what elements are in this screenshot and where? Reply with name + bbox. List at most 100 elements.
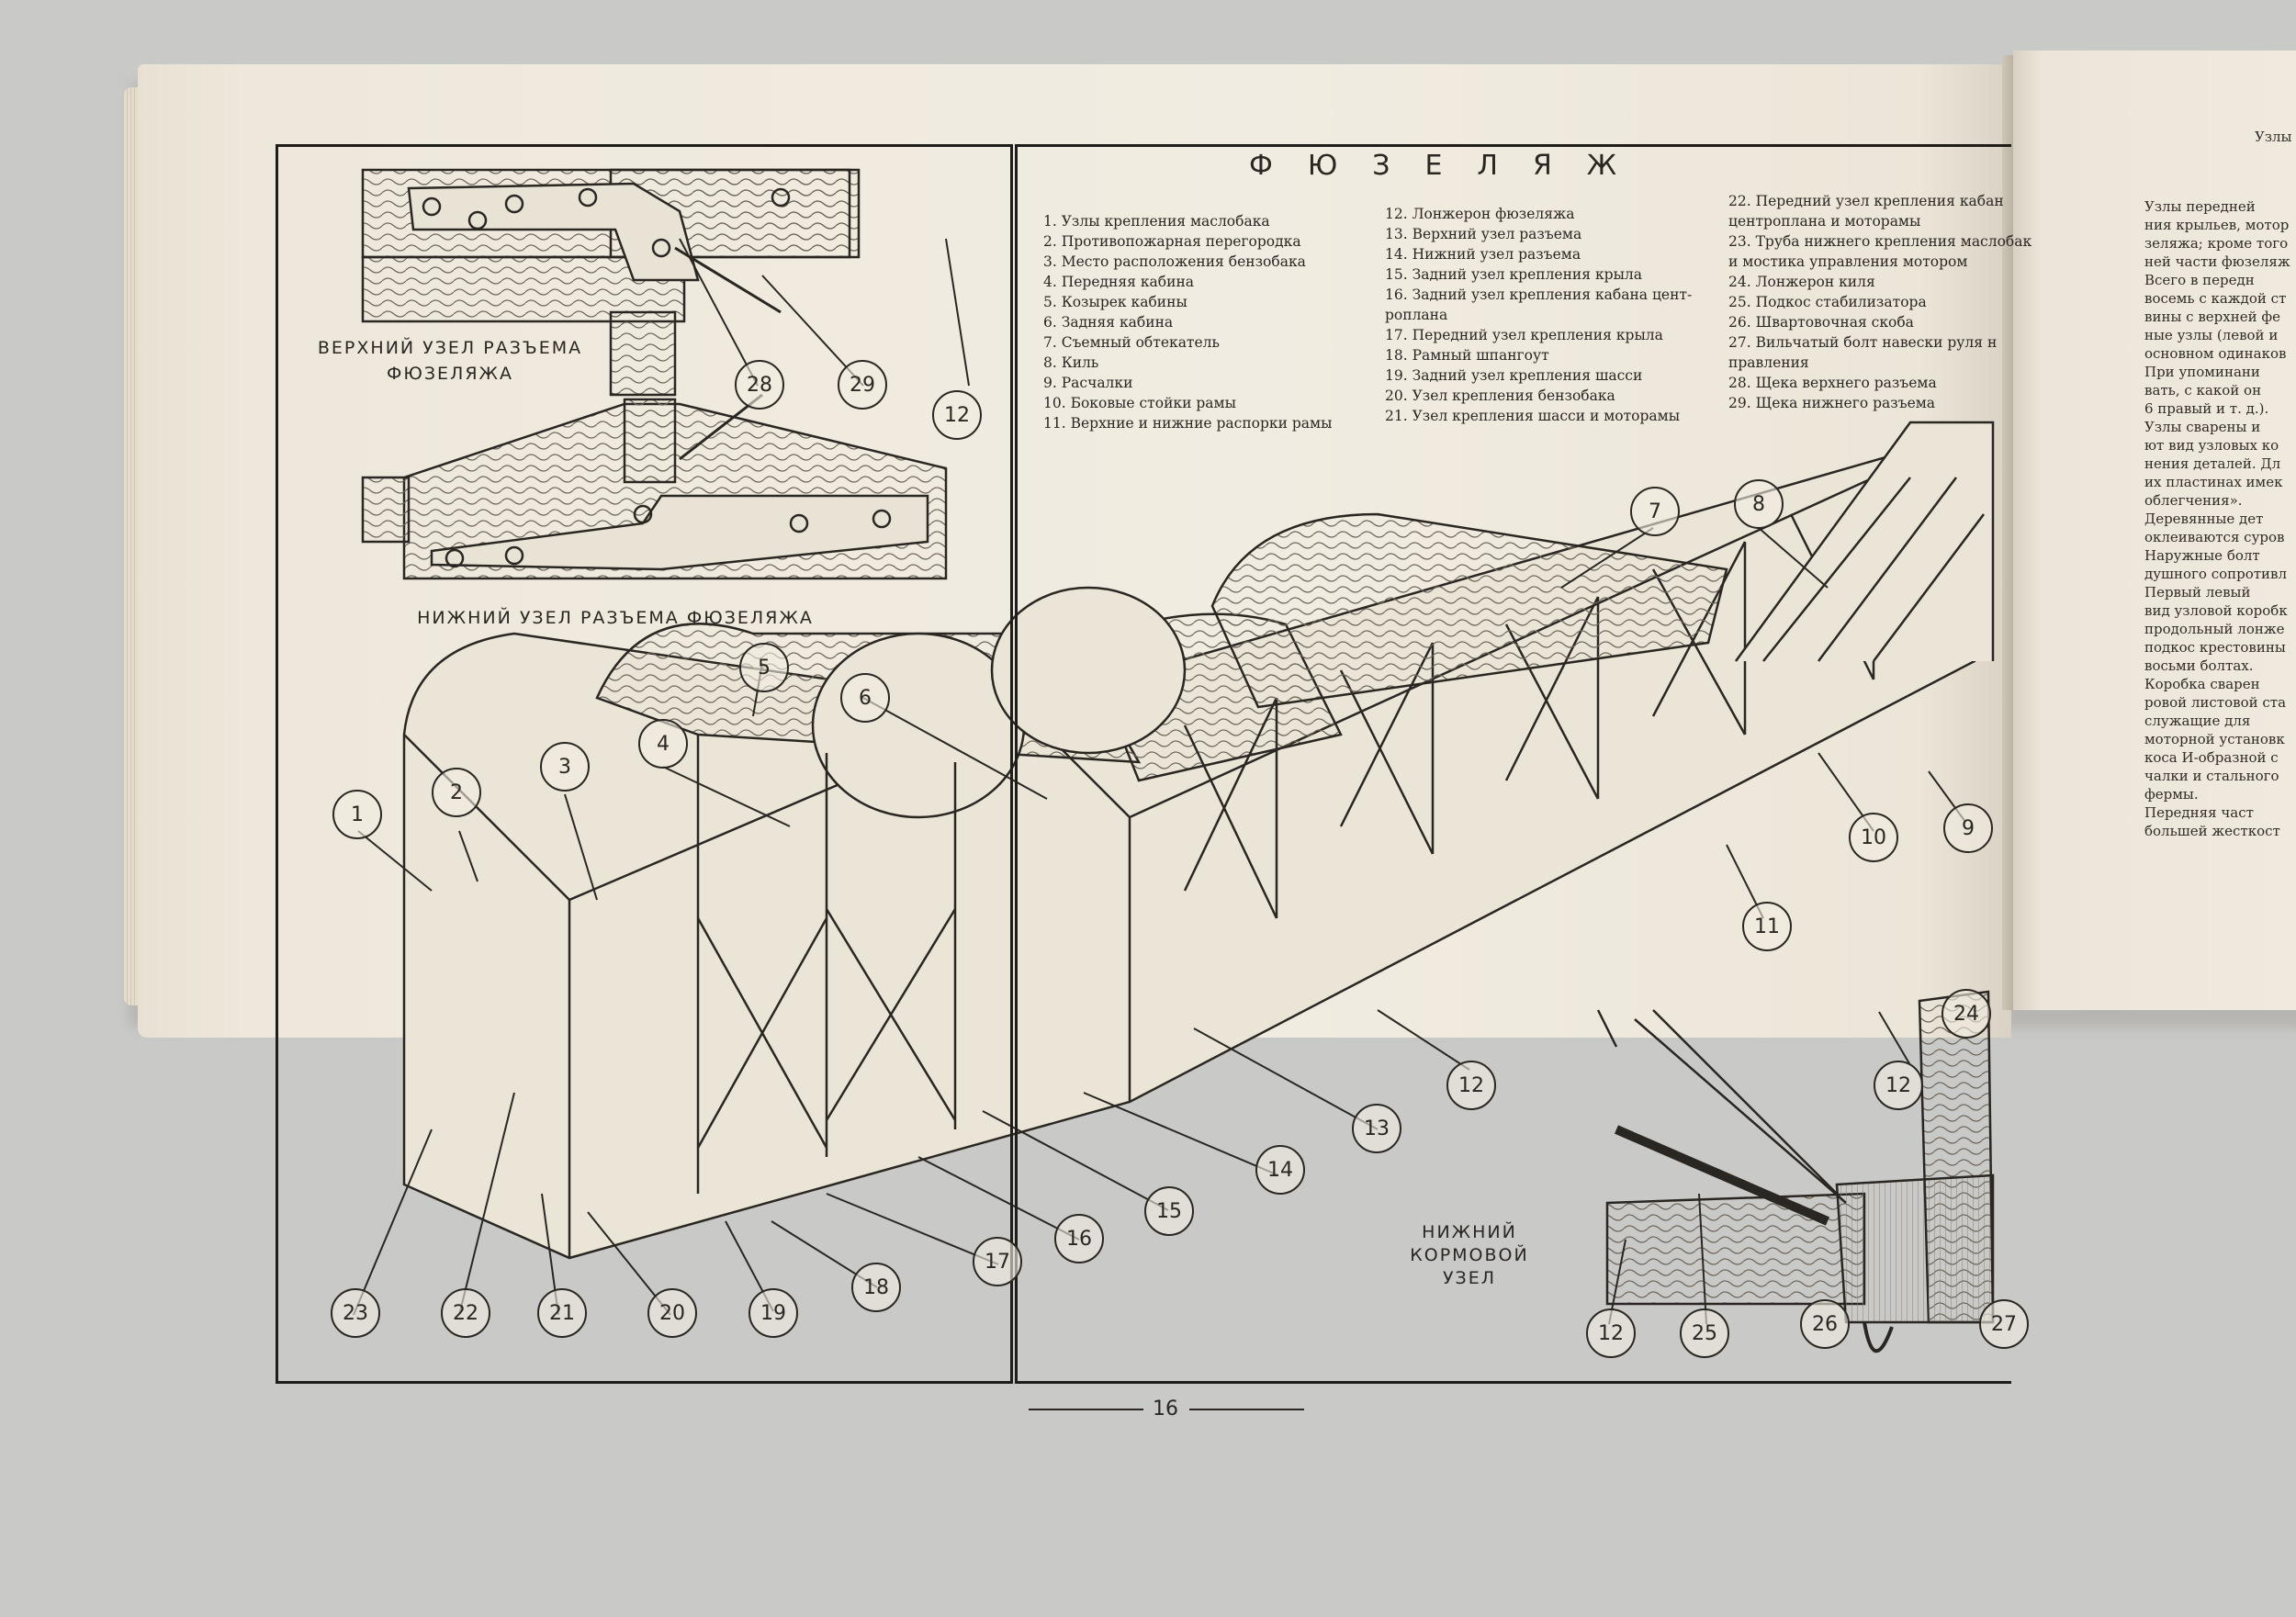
- right-page-line: чалки и стального: [2144, 768, 2279, 784]
- page-number-rule-right: [1189, 1409, 1304, 1410]
- legend-item: 27. Вильчатый болт навески руля н: [1728, 334, 1998, 351]
- right-page-line: зеляжа; кроме того: [2144, 235, 2289, 252]
- callout-number: 25: [1680, 1308, 1729, 1358]
- callout-number: 14: [1255, 1145, 1305, 1195]
- callout-number: 2: [432, 768, 481, 817]
- right-page-line: Первый левый: [2144, 584, 2251, 601]
- page-number: 16: [1153, 1398, 1178, 1420]
- callout-number: 29: [838, 360, 887, 410]
- legend-item: 6. Задняя кабина: [1043, 314, 1174, 331]
- callout-number: 12: [1446, 1061, 1496, 1110]
- right-page-line: ные узлы (левой и: [2144, 327, 2279, 343]
- right-page-line: восемь с каждой ст: [2144, 290, 2287, 307]
- right-page-line: ней части фюзеляж: [2144, 253, 2290, 270]
- right-page-line: облегчения».: [2144, 492, 2243, 509]
- callout-number: 23: [331, 1288, 380, 1338]
- legend-item: 24. Лонжерон киля: [1728, 274, 1875, 290]
- callout-number: 24: [1941, 989, 1991, 1039]
- legend-item: 20. Узел крепления бензобака: [1385, 387, 1615, 404]
- right-page-line: восьми болтах.: [2144, 657, 2254, 674]
- callout-number: 18: [851, 1263, 901, 1312]
- legend-item: 19. Задний узел крепления шасси: [1385, 367, 1643, 384]
- callout-number: 15: [1144, 1186, 1194, 1236]
- callout-number: 22: [441, 1288, 490, 1338]
- callout-number: 12: [1586, 1308, 1636, 1358]
- right-page-header: Узлы: [2255, 129, 2292, 145]
- right-page-line: Узлы сварены и: [2144, 419, 2261, 435]
- right-page-line: служащие для: [2144, 713, 2251, 729]
- right-page-line: Передняя част: [2144, 804, 2254, 821]
- legend-item: центроплана и моторамы: [1728, 213, 1921, 230]
- right-page-line: вать, с какой он: [2144, 382, 2262, 399]
- legend-item: 2. Противопожарная перегородка: [1043, 233, 1301, 250]
- legend-item: 3. Место расположения бензобака: [1043, 253, 1306, 270]
- legend-item: 29. Щека нижнего разъема: [1728, 395, 1936, 411]
- legend-item: 14. Нижний узел разъема: [1385, 246, 1581, 263]
- tail-joint-caption: НИЖНИЙ КОРМОВОЙ УЗЕЛ: [1410, 1222, 1529, 1288]
- legend-item: 25. Подкос стабилизатора: [1728, 294, 1927, 310]
- right-page-line: Деревянные дет: [2144, 511, 2264, 527]
- legend-item: 8. Киль: [1043, 354, 1099, 371]
- right-page-line: продольный лонже: [2144, 621, 2285, 637]
- right-page-line: При упоминани: [2144, 364, 2260, 380]
- callout-number: 3: [540, 742, 590, 792]
- right-page-line: ровой листовой ста: [2144, 694, 2287, 711]
- legend-column-2: 12. Лонжерон фюзеляжа 13. Верхний узел ра…: [1385, 204, 1692, 426]
- callout-number: 9: [1943, 803, 1993, 853]
- upper-joint-caption: ВЕРХНИЙ УЗЕЛ РАЗЪЕМА ФЮЗЕЛЯЖА: [317, 338, 583, 384]
- legend-item: роплана: [1385, 307, 1448, 323]
- right-page-line: ния крыльев, мотор: [2144, 217, 2290, 233]
- legend-item: и мостика управления мотором: [1728, 253, 1968, 270]
- page-number-rule-left: [1029, 1409, 1143, 1410]
- callout-number: 4: [638, 719, 688, 769]
- page-title: ФЮЗЕЛЯЖ: [1249, 150, 1652, 182]
- legend-item: правления: [1728, 354, 1809, 371]
- callout-number: 7: [1630, 487, 1680, 536]
- callout-number: 27: [1979, 1299, 2029, 1349]
- legend-item: 16. Задний узел крепления кабана цент-: [1385, 286, 1693, 303]
- fuselage-frame-drawing: [402, 421, 1995, 1260]
- right-page-line: подкос крестовины: [2144, 639, 2286, 656]
- callout-number: 26: [1800, 1299, 1850, 1349]
- right-page-line: большей жесткост: [2144, 823, 2280, 839]
- callout-number: 13: [1352, 1104, 1401, 1153]
- legend-item: 12. Лонжерон фюзеляжа: [1385, 206, 1575, 222]
- right-page-line: нения деталей. Дл: [2144, 455, 2281, 472]
- callout-number: 1: [332, 790, 382, 839]
- right-page-line: основном одинаков: [2144, 345, 2287, 362]
- legend-item: 5. Козырек кабины: [1043, 294, 1187, 310]
- left-illustration-panel: [276, 144, 1013, 1384]
- callout-number: 10: [1849, 813, 1898, 862]
- right-page-line: их пластинах имек: [2144, 474, 2283, 490]
- legend-item: 1. Узлы крепления маслобака: [1043, 213, 1270, 230]
- callout-number: 19: [748, 1288, 798, 1338]
- callout-number: 11: [1742, 902, 1792, 951]
- legend-item: 26. Швартовочная скоба: [1728, 314, 1914, 331]
- lower-joint-drawing: [361, 393, 948, 580]
- legend-item: 18. Рамный шпангоут: [1385, 347, 1549, 364]
- callout-number: 6: [840, 673, 890, 723]
- legend-item: 4. Передняя кабина: [1043, 274, 1195, 290]
- callout-number: 21: [537, 1288, 587, 1338]
- legend-item: 22. Передний узел крепления кабан: [1728, 193, 2004, 209]
- right-page-line: коса И-образной с: [2144, 749, 2279, 766]
- callout-number: 5: [739, 643, 789, 692]
- right-page-line: фермы.: [2144, 786, 2199, 803]
- legend-item: 10. Боковые стойки рамы: [1043, 395, 1236, 411]
- legend-item: 13. Верхний узел разъема: [1385, 226, 1582, 242]
- upper-joint-drawing: [361, 168, 861, 397]
- right-page-line: моторной установк: [2144, 731, 2285, 747]
- lower-joint-caption: НИЖНИЙ УЗЕЛ РАЗЪЕМА ФЮЗЕЛЯЖА: [417, 608, 814, 628]
- callout-number: 16: [1054, 1214, 1104, 1263]
- callout-number: 17: [973, 1237, 1022, 1286]
- callout-number: 12: [1874, 1061, 1923, 1110]
- right-page-line: ют вид узловых ко: [2144, 437, 2279, 454]
- callout-number: 12: [932, 390, 982, 440]
- legend-column-3: 22. Передний узел крепления кабан центроп…: [1728, 191, 2032, 413]
- legend-item: 21. Узел крепления шасси и моторамы: [1385, 408, 1681, 424]
- legend-column-1: 1. Узлы крепления маслобака 2. Противопож…: [1043, 211, 1332, 433]
- legend-item: 15. Задний узел крепления крыла: [1385, 266, 1642, 283]
- right-page-line: Всего в передн: [2144, 272, 2255, 288]
- right-page: [2013, 51, 2296, 1010]
